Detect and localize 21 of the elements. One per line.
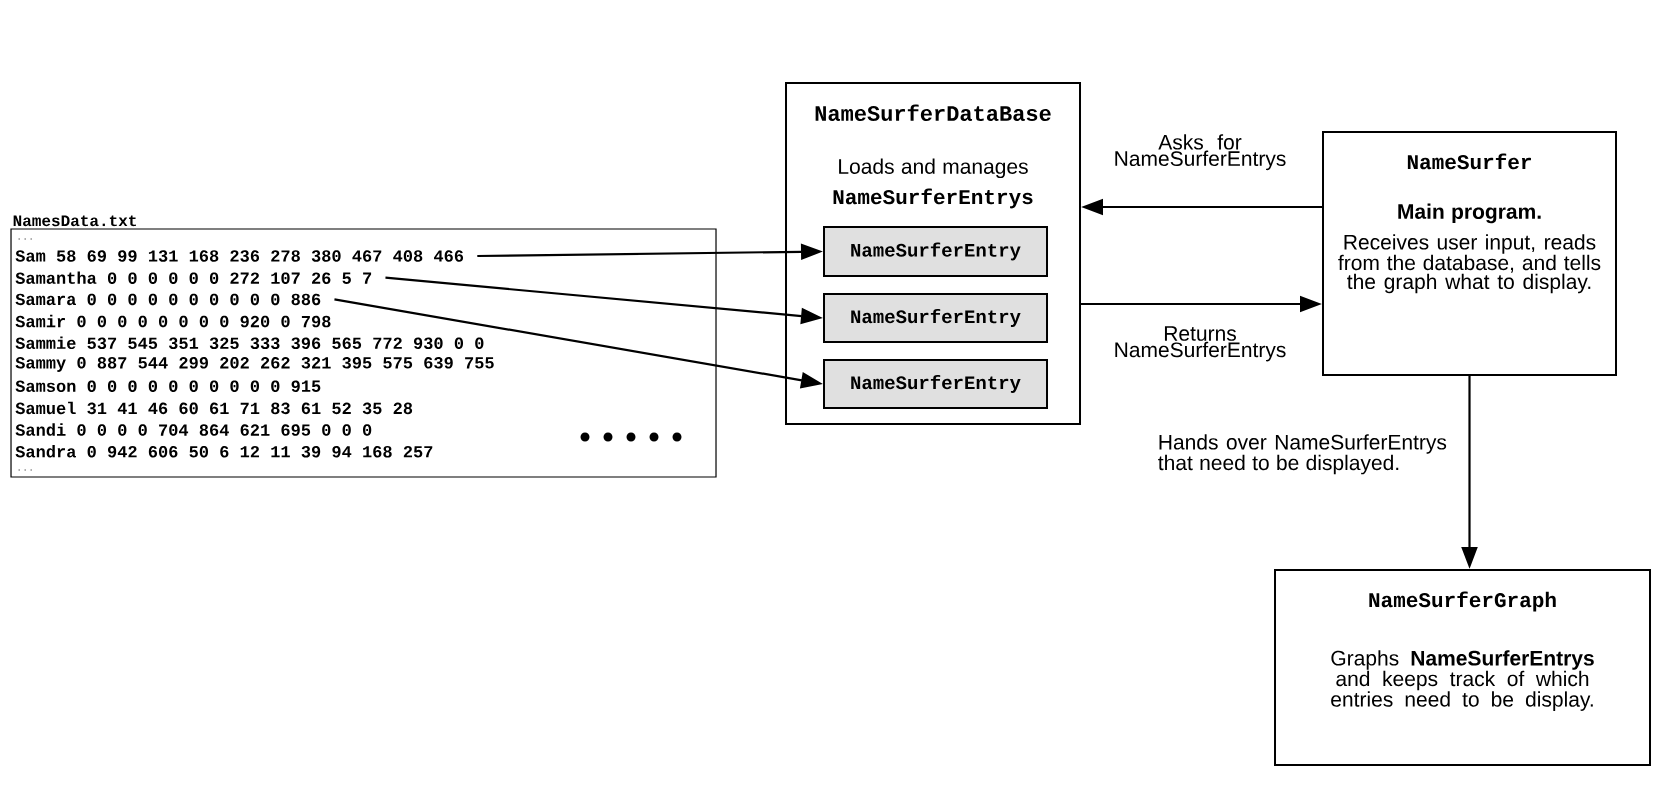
ellipsis-text: ... [18, 469, 32, 471]
edge-label: Hands over NameSurferEntrys that need to be displayed. [1158, 434, 1447, 475]
data-line: Samantha 0 0 0 0 0 0 272 107 26 5 7 [15, 271, 372, 284]
data-line: Sammy 0 887 544 299 202 262 321 395 575 639 755 [15, 357, 494, 372]
data-line: Samara 0 0 0 0 0 0 0 0 0 0 886 [15, 293, 321, 306]
data-line: Sam 58 69 99 131 168 236 278 380 467 408 466 [15, 250, 464, 262]
data-line: Sammie 537 545 351 325 333 396 565 772 930 0 0 [15, 336, 484, 350]
entry-box: NameSurferEntry [823, 359, 1048, 409]
entry-box: NameSurferEntry [823, 293, 1048, 343]
data-line: Sandi 0 0 0 0 704 864 621 695 0 0 0 [15, 423, 372, 436]
data-line: Samson 0 0 0 0 0 0 0 0 0 0 915 [15, 380, 321, 392]
class-box: NameSurfer Main program. Receives user input, reads from the database, and tells the graph what to display. [1322, 131, 1617, 376]
node-label: NamesData.txt [13, 215, 136, 227]
class-box: NameSurferGraph Graphs NameSurferEntrys and keeps track of which entries need to be display. [1274, 569, 1651, 766]
entry-box: NameSurferEntry [823, 226, 1048, 277]
edge-label: Returns NameSurferEntrys [1115, 326, 1286, 362]
data-line: Samuel 31 41 46 60 61 71 83 61 52 35 28 [15, 401, 413, 415]
ellipsis-text: ... [18, 238, 32, 240]
data-line: Samir 0 0 0 0 0 0 0 0 920 0 798 [15, 314, 331, 328]
data-line: Sandra 0 942 606 50 6 12 11 39 94 168 257 [15, 445, 433, 458]
edge-label: Asks for NameSurferEntrys [1115, 134, 1286, 171]
